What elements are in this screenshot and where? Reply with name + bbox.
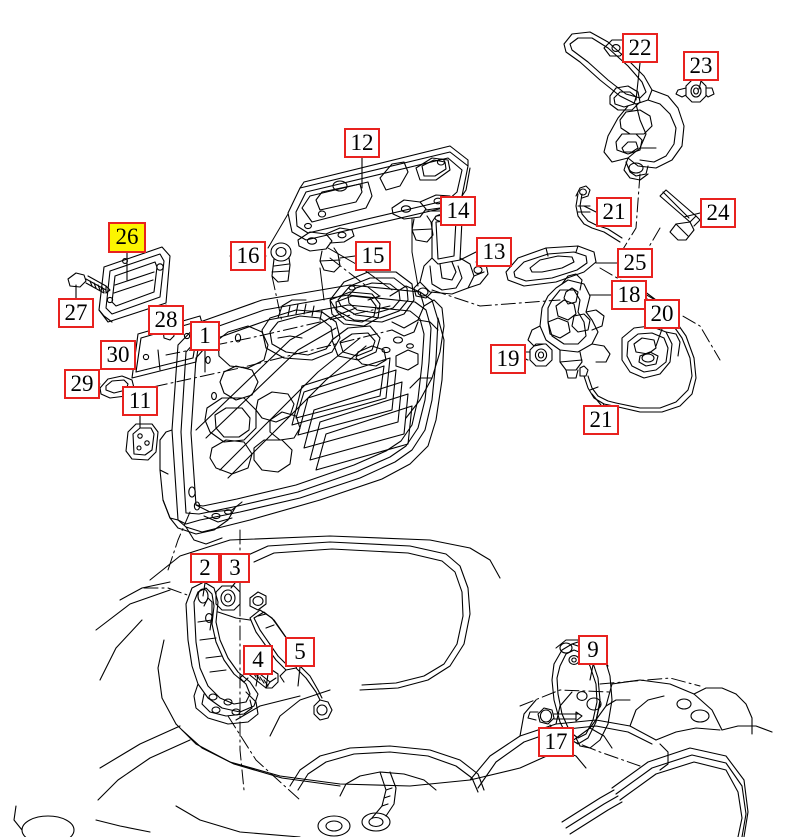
callout-21[interactable]: 21 — [583, 405, 619, 435]
callout-14[interactable]: 14 — [440, 196, 476, 226]
callout-21[interactable]: 21 — [596, 197, 632, 227]
callout-1[interactable]: 1 — [190, 321, 220, 351]
callout-number: 27 — [64, 299, 88, 325]
callout-22[interactable]: 22 — [622, 33, 658, 63]
callout-number: 11 — [128, 387, 152, 413]
callout-number: 16 — [236, 242, 260, 268]
callout-11[interactable]: 11 — [122, 386, 158, 416]
callout-number: 17 — [544, 728, 568, 754]
callout-number: 2 — [199, 554, 211, 580]
callout-3[interactable]: 3 — [220, 553, 250, 583]
callout-number: 19 — [496, 345, 520, 371]
rear-lid-seal-strip — [561, 747, 749, 837]
callout-number: 4 — [252, 646, 264, 672]
callout-number: 21 — [589, 406, 613, 432]
trunk-lid-panel-outline — [159, 271, 445, 545]
callout-5[interactable]: 5 — [285, 637, 315, 667]
part-26-housing — [98, 246, 171, 323]
callout-number: 28 — [154, 306, 178, 332]
callout-number: 21 — [602, 198, 626, 224]
callout-number: 24 — [706, 199, 730, 225]
callout-15[interactable]: 15 — [355, 241, 391, 271]
callout-24[interactable]: 24 — [700, 198, 736, 228]
part-13-motor — [413, 213, 489, 299]
callout-number: 29 — [70, 370, 94, 396]
callout-number: 5 — [294, 638, 306, 664]
callout-number: 1 — [199, 322, 211, 348]
callout-26-highlighted[interactable]: 26 — [108, 222, 146, 253]
callout-28[interactable]: 28 — [148, 305, 184, 335]
assembly-axis-lines — [129, 173, 721, 801]
callout-number: 20 — [650, 300, 674, 326]
part-20-cover-plate — [621, 325, 681, 379]
callout-number: 30 — [106, 341, 130, 367]
callout-16[interactable]: 16 — [230, 241, 266, 271]
part-21-upper-cable — [575, 185, 623, 243]
callout-13[interactable]: 13 — [476, 237, 512, 267]
part-25-trim-cover — [505, 245, 597, 287]
callout-number: 26 — [115, 224, 139, 249]
part-5-gas-strut — [249, 591, 333, 721]
callout-4[interactable]: 4 — [243, 645, 273, 675]
callout-number: 22 — [628, 34, 652, 60]
callout-number: 14 — [446, 197, 470, 223]
part-18-lock — [527, 273, 611, 379]
callout-27[interactable]: 27 — [58, 298, 94, 328]
part-22-handle-housing — [563, 31, 685, 181]
callout-20[interactable]: 20 — [644, 299, 680, 329]
part-27-screw — [67, 272, 111, 294]
callout-number: 3 — [229, 554, 241, 580]
callout-12[interactable]: 12 — [344, 128, 380, 158]
callout-number: 18 — [617, 281, 641, 307]
part-16-rivet — [270, 242, 292, 283]
callout-30[interactable]: 30 — [100, 340, 136, 370]
part-19-lock-nut — [521, 343, 553, 367]
part-15-clip — [297, 227, 355, 273]
callout-2[interactable]: 2 — [190, 553, 220, 583]
callout-9[interactable]: 9 — [578, 635, 608, 665]
part-23-nut — [675, 79, 715, 103]
callout-number: 23 — [689, 52, 713, 78]
callout-number: 15 — [361, 242, 385, 268]
part-3-nut — [215, 585, 241, 611]
callout-number: 9 — [587, 636, 599, 662]
part-17-screw — [527, 707, 583, 725]
part-11-buffer — [125, 423, 159, 461]
callout-25[interactable]: 25 — [617, 248, 653, 278]
car-body-rear-section — [13, 535, 773, 837]
callout-number: 25 — [623, 249, 647, 275]
callout-17[interactable]: 17 — [538, 727, 574, 757]
callout-29[interactable]: 29 — [64, 369, 100, 399]
callout-19[interactable]: 19 — [490, 344, 526, 374]
callout-number: 12 — [350, 129, 374, 155]
callout-23[interactable]: 23 — [683, 51, 719, 81]
callout-number: 13 — [482, 238, 506, 264]
callout-18[interactable]: 18 — [611, 280, 647, 310]
